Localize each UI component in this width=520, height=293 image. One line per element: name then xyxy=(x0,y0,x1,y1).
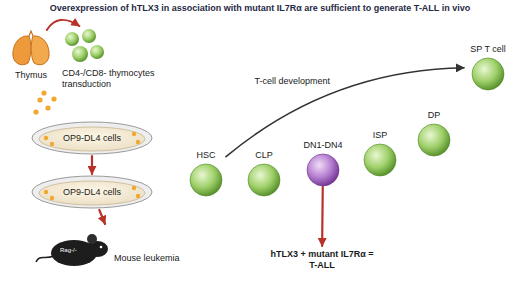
node-label: OP9-DL4 cells xyxy=(63,133,121,144)
diagram-title: Overexpression of hTLX3 in association w… xyxy=(6,3,514,14)
balls-shape xyxy=(62,26,106,66)
cell-shape xyxy=(247,163,281,197)
node-label: SP T cell xyxy=(470,44,506,55)
cell-dot xyxy=(45,105,50,110)
culture-dish: OP9-DL4 cells xyxy=(30,174,154,210)
dish-rim xyxy=(32,176,152,208)
node-label: HSC xyxy=(196,150,215,161)
cell-sphere xyxy=(418,124,450,156)
cell-dot xyxy=(51,96,56,101)
culture-dish: OP9-DL4 cells xyxy=(30,120,154,156)
flow-arrow xyxy=(321,187,324,246)
edge-label: T-cell development xyxy=(252,76,332,87)
node-label: CLP xyxy=(255,150,273,161)
thymus-lobe xyxy=(13,36,31,65)
dish-medium xyxy=(39,127,145,151)
cell-sphere xyxy=(248,164,280,196)
outcome-text: hTLX3 + mutant IL7Rα = T-ALL xyxy=(270,246,374,271)
thymocyte xyxy=(65,32,79,46)
cell-shape xyxy=(417,123,451,157)
cell-dot xyxy=(132,132,136,136)
dish-rim xyxy=(32,122,152,154)
cell-stage: DN1-DN4 xyxy=(296,140,350,187)
node-label: Thymus xyxy=(15,70,47,81)
cell-dot xyxy=(50,142,54,146)
flow-arrow xyxy=(91,156,93,174)
cell-stage: DP xyxy=(414,110,454,157)
cell-shape xyxy=(189,163,223,197)
thymocyte-group: CD4-/CD8- thymocytes transduction xyxy=(62,26,194,90)
mouse-eye xyxy=(100,246,103,249)
strain-label: Rag-/- xyxy=(60,247,77,254)
node-label: OP9-DL4 cells xyxy=(63,187,121,198)
cell-sphere xyxy=(190,164,222,196)
cell-dot xyxy=(37,97,42,102)
cell-dot xyxy=(136,140,140,144)
node-label: DP xyxy=(428,110,441,121)
node-label: CD4-/CD8- thymocytes transduction xyxy=(62,68,194,90)
thymus-stalk xyxy=(29,31,33,36)
cell-stage: SP T cell xyxy=(464,44,512,91)
cell-stage: CLP xyxy=(244,150,284,197)
cell-stage: HSC xyxy=(186,150,226,197)
cell-dot xyxy=(136,194,140,198)
thymocyte xyxy=(90,45,104,59)
thymus-organ: Thymus xyxy=(4,30,58,81)
cell-dot xyxy=(50,196,54,200)
cell-stage: ISP xyxy=(360,130,400,177)
mouse-shape xyxy=(34,224,110,268)
cell-shape xyxy=(363,143,397,177)
cell-dot xyxy=(44,190,48,194)
mouse-model: Mouse leukemia xyxy=(34,224,194,268)
thymocyte xyxy=(82,29,96,43)
node-label: hTLX3 + mutant IL7Rα = T-ALL xyxy=(270,249,374,271)
thymocyte xyxy=(72,46,88,62)
cell-dot xyxy=(41,90,46,95)
cell-sphere xyxy=(364,144,396,176)
cell-dot xyxy=(132,186,136,190)
node-label: DN1-DN4 xyxy=(303,140,342,151)
thymus-lobe xyxy=(31,36,49,65)
flow-arrow xyxy=(47,20,80,30)
cell-shape xyxy=(471,57,505,91)
mouse-ear xyxy=(87,234,97,244)
mouse-tail xyxy=(36,256,54,262)
dish-medium xyxy=(39,181,145,205)
flow-arrow xyxy=(226,68,464,157)
node-label: Mouse leukemia xyxy=(114,253,180,268)
node-label: ISP xyxy=(373,130,388,141)
cell-dot xyxy=(44,136,48,140)
cellp-shape xyxy=(306,153,340,187)
thymus-shape xyxy=(8,30,54,68)
cell-dot xyxy=(33,109,38,114)
cell-sphere xyxy=(307,154,339,186)
mouse-head xyxy=(86,241,108,257)
flow-arrow xyxy=(99,210,105,224)
cell-sphere xyxy=(472,58,504,90)
